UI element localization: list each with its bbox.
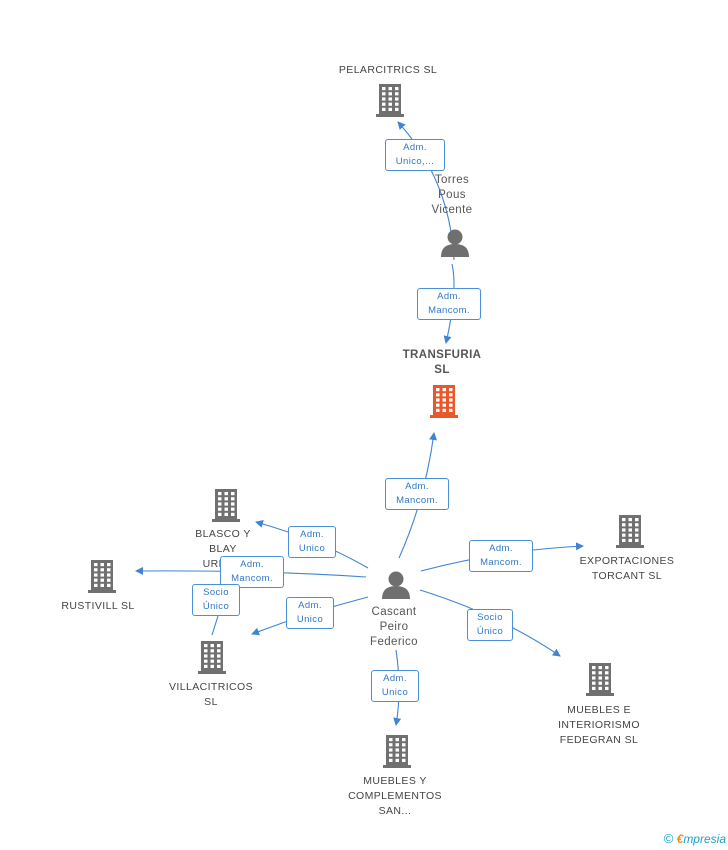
edge-label-line-2: Único xyxy=(476,626,504,637)
villacitricos-label-line-1: VILLACITRICOS xyxy=(169,681,253,693)
brand-logo-initial: € xyxy=(676,832,684,846)
node-label-exportaciones[interactable]: EXPORTACIONES TORCANT SL xyxy=(570,554,684,584)
blasco-label-line-1: BLASCO Y xyxy=(195,528,251,540)
brand-logo[interactable]: © €mpresia xyxy=(664,831,726,846)
cascant-label-line-2: Peiro xyxy=(379,621,409,633)
cascant-label-line-1: Cascant xyxy=(371,606,417,618)
edge-label-line-2: Unico xyxy=(296,614,324,625)
edge-label-torres-pelarcitrics[interactable]: Adm. Unico,... xyxy=(385,139,445,171)
copyright-symbol: © xyxy=(663,831,674,846)
person-icon-torres[interactable] xyxy=(441,229,469,258)
torres-label-line-2: Pous xyxy=(438,189,466,201)
building-icon-rustivill[interactable] xyxy=(88,560,116,593)
edge-label-line-1: Adm. xyxy=(437,291,461,302)
edge-label-villacitricos-rustivill[interactable]: Socio Único xyxy=(192,584,240,616)
edge-label-cascant-blasco[interactable]: Adm. Unico xyxy=(288,526,336,558)
edge-label-cascant-villacitricos[interactable]: Adm. Unico xyxy=(286,597,334,629)
edge-label-cascant-exportaciones[interactable]: Adm. Mancom. xyxy=(469,540,533,572)
edge-label-cascant-transfuria[interactable]: Adm. Mancom. xyxy=(385,478,449,510)
pelarcitrics-label: PELARCITRICS SL xyxy=(338,64,438,76)
node-label-muebles-interiorismo[interactable]: MUEBLES E INTERIORISMO FEDEGRAN SL xyxy=(544,703,654,748)
building-icon-blasco[interactable] xyxy=(212,489,240,522)
transfuria-label-line-1: TRANSFURIA xyxy=(402,349,482,361)
edge-label-line-1: Adm. xyxy=(300,529,324,540)
edge-label-line-1: Adm. xyxy=(298,600,322,611)
edge-label-line-2: Mancom. xyxy=(396,495,438,506)
building-icon-transfuria[interactable] xyxy=(430,385,458,418)
rustivill-label: RUSTIVILL SL xyxy=(61,600,135,612)
building-icon-pelarcitrics[interactable] xyxy=(376,84,404,117)
node-label-villacitricos[interactable]: VILLACITRICOS SL xyxy=(156,680,266,710)
edge-label-line-2: Unico xyxy=(298,543,326,554)
muebles-complementos-label-line-3: SAN... xyxy=(378,805,412,817)
muebles-complementos-label-line-1: MUEBLES Y xyxy=(363,775,427,787)
cascant-label-line-3: Federico xyxy=(370,636,418,648)
node-label-muebles-complementos[interactable]: MUEBLES Y COMPLEMENTOS SAN... xyxy=(340,774,450,819)
node-label-pelarcitrics[interactable]: PELARCITRICS SL xyxy=(320,63,456,78)
edge-label-line-2: Unico xyxy=(381,687,409,698)
muebles-interiorismo-label-line-1: MUEBLES E xyxy=(567,704,631,716)
node-label-transfuria[interactable]: TRANSFURIA SL xyxy=(392,348,492,378)
edge-label-torres-transfuria[interactable]: Adm. Mancom. xyxy=(417,288,481,320)
edge-label-line-2: Mancom. xyxy=(231,573,273,584)
muebles-interiorismo-label-line-2: INTERIORISMO xyxy=(558,719,640,731)
edge-label-line-2: Mancom. xyxy=(428,305,470,316)
edge-label-cascant-muebles-interiorismo[interactable]: Socio Único xyxy=(467,609,513,641)
edge-label-line-1: Adm. xyxy=(383,673,407,684)
node-label-cascant[interactable]: Cascant Peiro Federico xyxy=(354,605,434,650)
edge-label-line-1: Adm. xyxy=(240,559,264,570)
edge-label-line-1: Adm. xyxy=(403,142,427,153)
building-icon-villacitricos[interactable] xyxy=(198,641,226,674)
edge-label-line-1: Socio xyxy=(477,612,503,623)
exportaciones-label-line-1: EXPORTACIONES xyxy=(579,555,675,567)
icons-layer xyxy=(88,84,644,768)
node-label-torres[interactable]: Torres Pous Vicente xyxy=(412,173,492,218)
muebles-interiorismo-label-line-3: FEDEGRAN SL xyxy=(559,734,639,746)
muebles-complementos-label-line-2: COMPLEMENTOS xyxy=(348,790,442,802)
edge-label-line-1: Adm. xyxy=(489,543,513,554)
building-icon-muebles-complementos[interactable] xyxy=(383,735,411,768)
building-icon-muebles-interiorismo[interactable] xyxy=(586,663,614,696)
torres-label-line-1: Torres xyxy=(434,174,470,186)
transfuria-label-line-2: SL xyxy=(434,364,450,376)
edge-label-line-2: Único xyxy=(202,601,230,612)
edge-label-line-1: Socio xyxy=(203,587,229,598)
edge-label-line-1: Adm. xyxy=(405,481,429,492)
torres-label-line-3: Vicente xyxy=(431,204,473,216)
person-icon-cascant[interactable] xyxy=(382,571,410,600)
villacitricos-label-line-2: SL xyxy=(204,696,218,708)
edge-label-cascant-muebles-complementos[interactable]: Adm. Unico xyxy=(371,670,419,702)
brand-logo-text: mpresia xyxy=(683,832,726,846)
blasco-label-line-2: BLAY xyxy=(209,543,237,555)
building-icon-exportaciones[interactable] xyxy=(616,515,644,548)
edge-label-cascant-rustivill[interactable]: Adm. Mancom. xyxy=(220,556,284,588)
exportaciones-label-line-2: TORCANT SL xyxy=(591,570,663,582)
edge-label-line-2: Mancom. xyxy=(480,557,522,568)
node-label-rustivill[interactable]: RUSTIVILL SL xyxy=(48,599,148,614)
edge-label-line-2: Unico,... xyxy=(395,156,435,167)
